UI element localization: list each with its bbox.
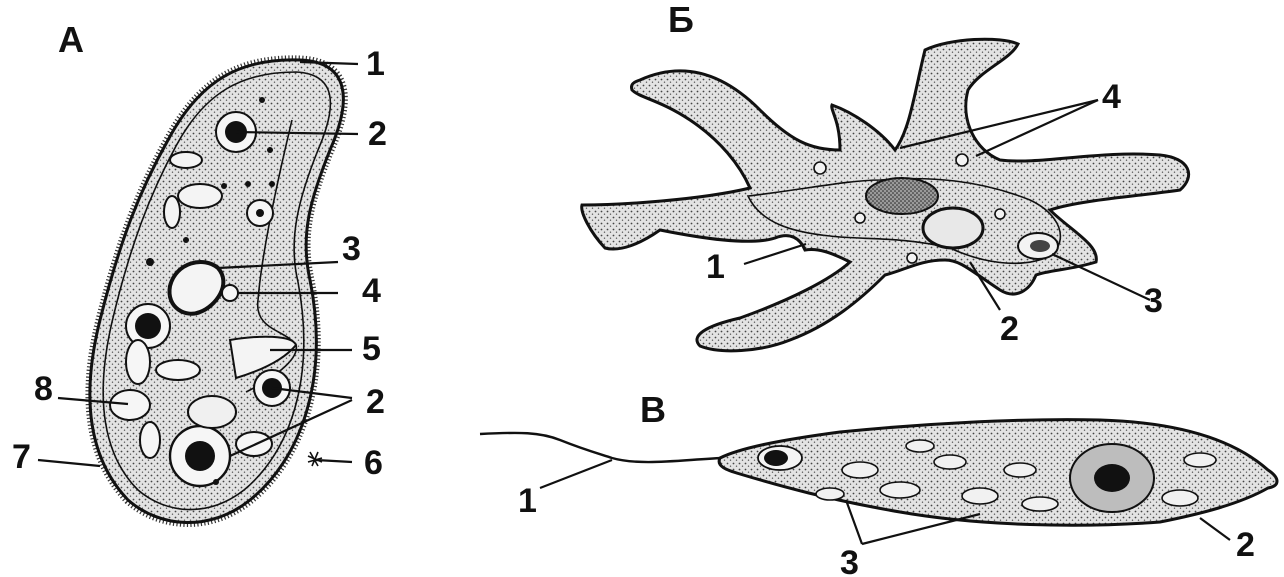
label-a-6: 6 bbox=[364, 444, 383, 482]
panel-b-letter: Б bbox=[668, 0, 694, 40]
label-a-5: 5 bbox=[362, 330, 381, 368]
euglena-nucleus bbox=[1070, 444, 1154, 512]
label-a-2b: 2 bbox=[366, 383, 385, 421]
label-a-3: 3 bbox=[342, 230, 361, 268]
flagellum bbox=[480, 433, 722, 462]
panel-a-paramecium: А bbox=[12, 19, 387, 523]
label-c-2: 2 bbox=[1236, 526, 1255, 564]
label-a-1: 1 bbox=[366, 45, 385, 83]
panel-a-letter: А bbox=[58, 19, 84, 60]
label-b-2: 2 bbox=[1000, 310, 1019, 348]
label-a-4: 4 bbox=[362, 272, 381, 310]
trichocyst-burst bbox=[308, 452, 322, 466]
euglena-body bbox=[719, 420, 1277, 526]
label-b-4: 4 bbox=[1102, 78, 1121, 116]
label-c-1: 1 bbox=[518, 482, 537, 520]
panel-c-letter: В bbox=[640, 389, 666, 430]
label-a-8: 8 bbox=[34, 370, 53, 408]
euglena-eyespot bbox=[758, 446, 802, 470]
label-a-7: 7 bbox=[12, 438, 31, 476]
amoeba-nucleus bbox=[866, 178, 938, 214]
panel-b-amoeba: Б 4 1 2 3 bbox=[582, 0, 1189, 351]
panel-c-euglena: В bbox=[480, 389, 1277, 577]
contractile-vacuole-bottom bbox=[170, 426, 230, 486]
micronucleus bbox=[222, 285, 238, 301]
label-b-3: 3 bbox=[1144, 282, 1163, 320]
label-b-1: 1 bbox=[706, 248, 725, 286]
label-c-3: 3 bbox=[840, 544, 859, 577]
amoeba-contractile-vacuole bbox=[923, 208, 983, 248]
label-a-2: 2 bbox=[368, 115, 387, 153]
small-vacuole bbox=[247, 200, 273, 226]
